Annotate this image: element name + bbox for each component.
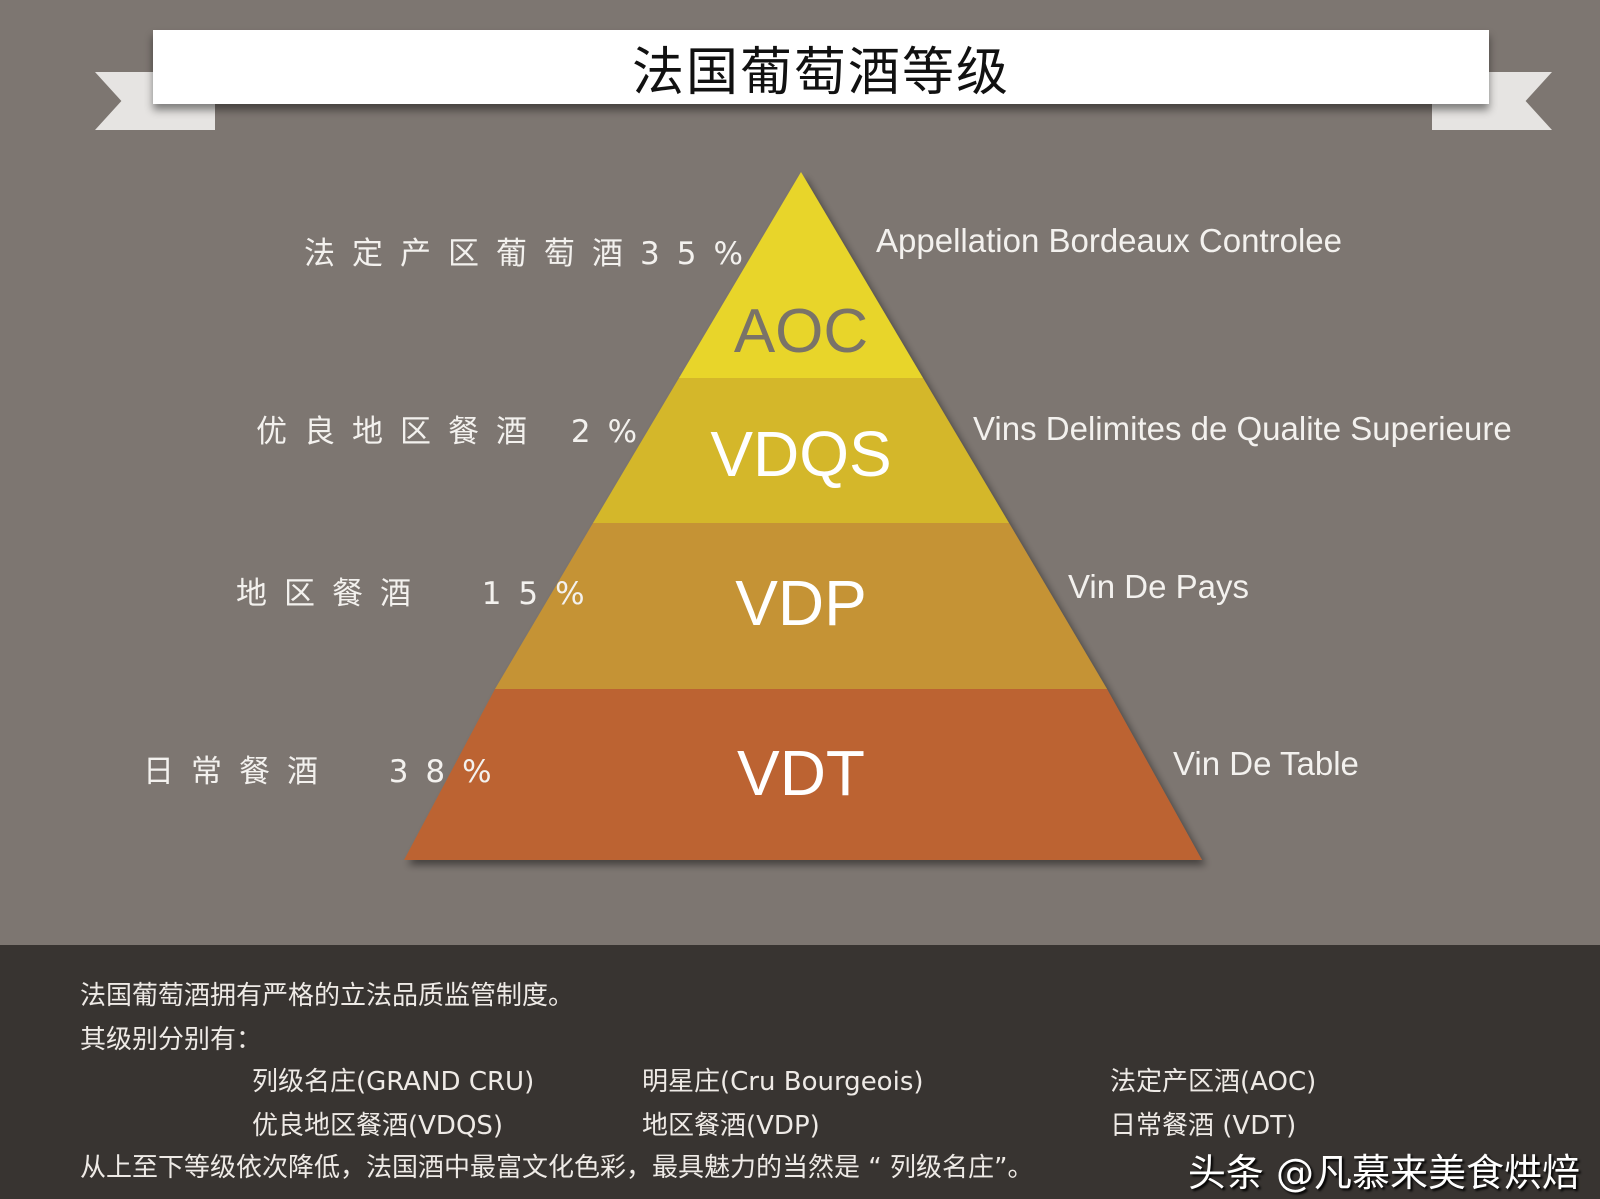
label-zh-vdp: 地区餐酒 15% xyxy=(236,576,602,612)
label-zh-aoc: 法定产区葡萄酒35% xyxy=(304,236,760,272)
grade-6: 日常餐酒 (VDT) xyxy=(1110,1111,1297,1141)
tier-code-vdp: VDP xyxy=(735,567,867,639)
grade-5: 地区餐酒(VDP) xyxy=(642,1111,820,1141)
grade-4: 优良地区餐酒(VDQS) xyxy=(252,1111,504,1141)
title-banner: 法国葡萄酒等级 xyxy=(153,30,1489,104)
tier-vdp xyxy=(495,523,1107,689)
label-en-vdp: Vin De Pays xyxy=(1068,568,1249,605)
grade-3: 法定产区酒(AOC) xyxy=(1110,1067,1317,1097)
label-zh-vdt: 日常餐酒 38% xyxy=(143,754,509,790)
tier-aoc xyxy=(679,172,923,378)
page-title: 法国葡萄酒等级 xyxy=(631,42,1010,103)
footer-line-1: 法国葡萄酒拥有严格的立法品质监管制度。 xyxy=(80,981,575,1011)
tier-code-vdt: VDT xyxy=(737,737,865,809)
label-en-vdt: Vin De Table xyxy=(1173,745,1359,782)
label-en-aoc: Appellation Bordeaux Controlee xyxy=(876,222,1342,259)
grade-2: 明星庄(Cru Bourgeois) xyxy=(642,1067,924,1097)
watermark: 头条 @凡慕来美食烘焙 xyxy=(1187,1151,1580,1195)
tier-vdt xyxy=(404,689,1202,860)
footer-line-3: 从上至下等级依次降低，法国酒中最富文化色彩，最具魅力的当然是 “ 列级名庄”。 xyxy=(80,1153,1034,1183)
footer-panel: 法国葡萄酒拥有严格的立法品质监管制度。 其级别分别有： 列级名庄(GRAND C… xyxy=(0,945,1600,1199)
tier-code-vdqs: VDQS xyxy=(710,418,891,490)
tier-vdqs xyxy=(593,378,1009,523)
tier-code-aoc: AOC xyxy=(734,297,868,366)
label-zh-vdqs: 优良地区餐酒 2% xyxy=(256,414,655,450)
label-en-vdqs: Vins Delimites de Qualite Superieure xyxy=(973,410,1512,447)
footer-line-2: 其级别分别有： xyxy=(80,1025,263,1055)
grade-1: 列级名庄(GRAND CRU) xyxy=(252,1067,535,1097)
